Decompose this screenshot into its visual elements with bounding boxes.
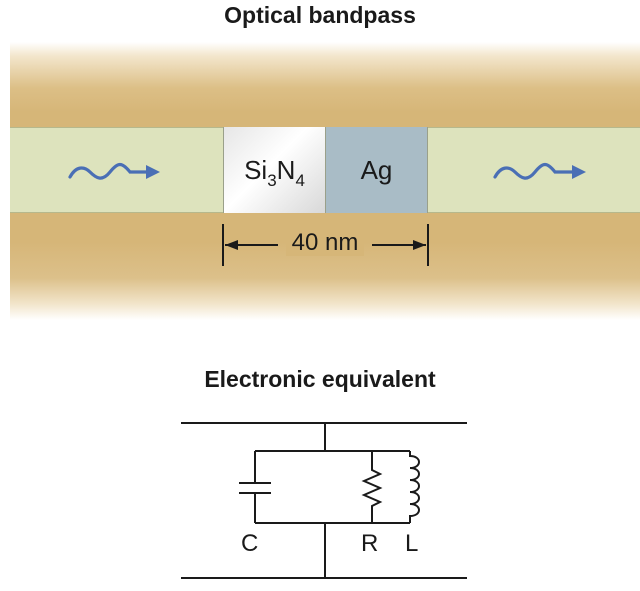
ag-layer: Ag: [325, 127, 428, 213]
optical-bandpass-title: Optical bandpass: [224, 2, 416, 28]
circuit-schematic: [181, 422, 467, 579]
electronic-equivalent-title: Electronic equivalent: [204, 366, 436, 392]
inductor-symbol: [409, 451, 420, 523]
si3n4-layer: Si3N4: [223, 127, 326, 213]
input-wave-arrow-icon: [68, 162, 160, 180]
output-wave-arrow-icon: [493, 162, 586, 180]
ag-label: Ag: [360, 154, 393, 185]
dimension-label: 40 nm: [222, 229, 428, 257]
inductor-label: L: [405, 530, 419, 557]
capacitor-label: C: [241, 530, 259, 557]
dimension-marker: [222, 224, 429, 266]
resistor-symbol: [361, 451, 383, 523]
si3n4-label: Si3N4: [244, 154, 305, 190]
capacitor-symbol: [239, 451, 271, 523]
resistor-label: R: [361, 530, 379, 557]
